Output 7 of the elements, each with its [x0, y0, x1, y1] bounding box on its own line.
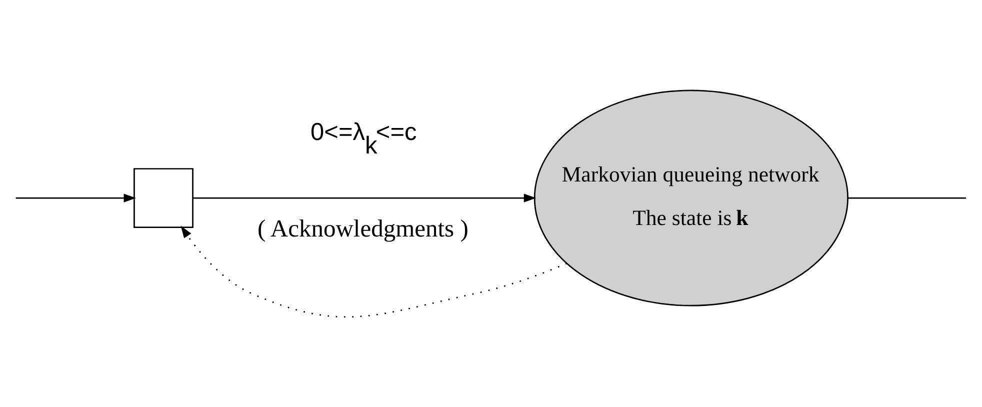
arrow — [193, 193, 536, 202]
node-ellipse: Markovian queueing network The state is k — [534, 89, 848, 306]
node-box — [134, 168, 194, 228]
arrow — [16, 193, 136, 202]
edge-label: ( Acknowledgments ) — [257, 215, 468, 242]
connector — [848, 196, 966, 198]
arrow — [180, 225, 567, 317]
